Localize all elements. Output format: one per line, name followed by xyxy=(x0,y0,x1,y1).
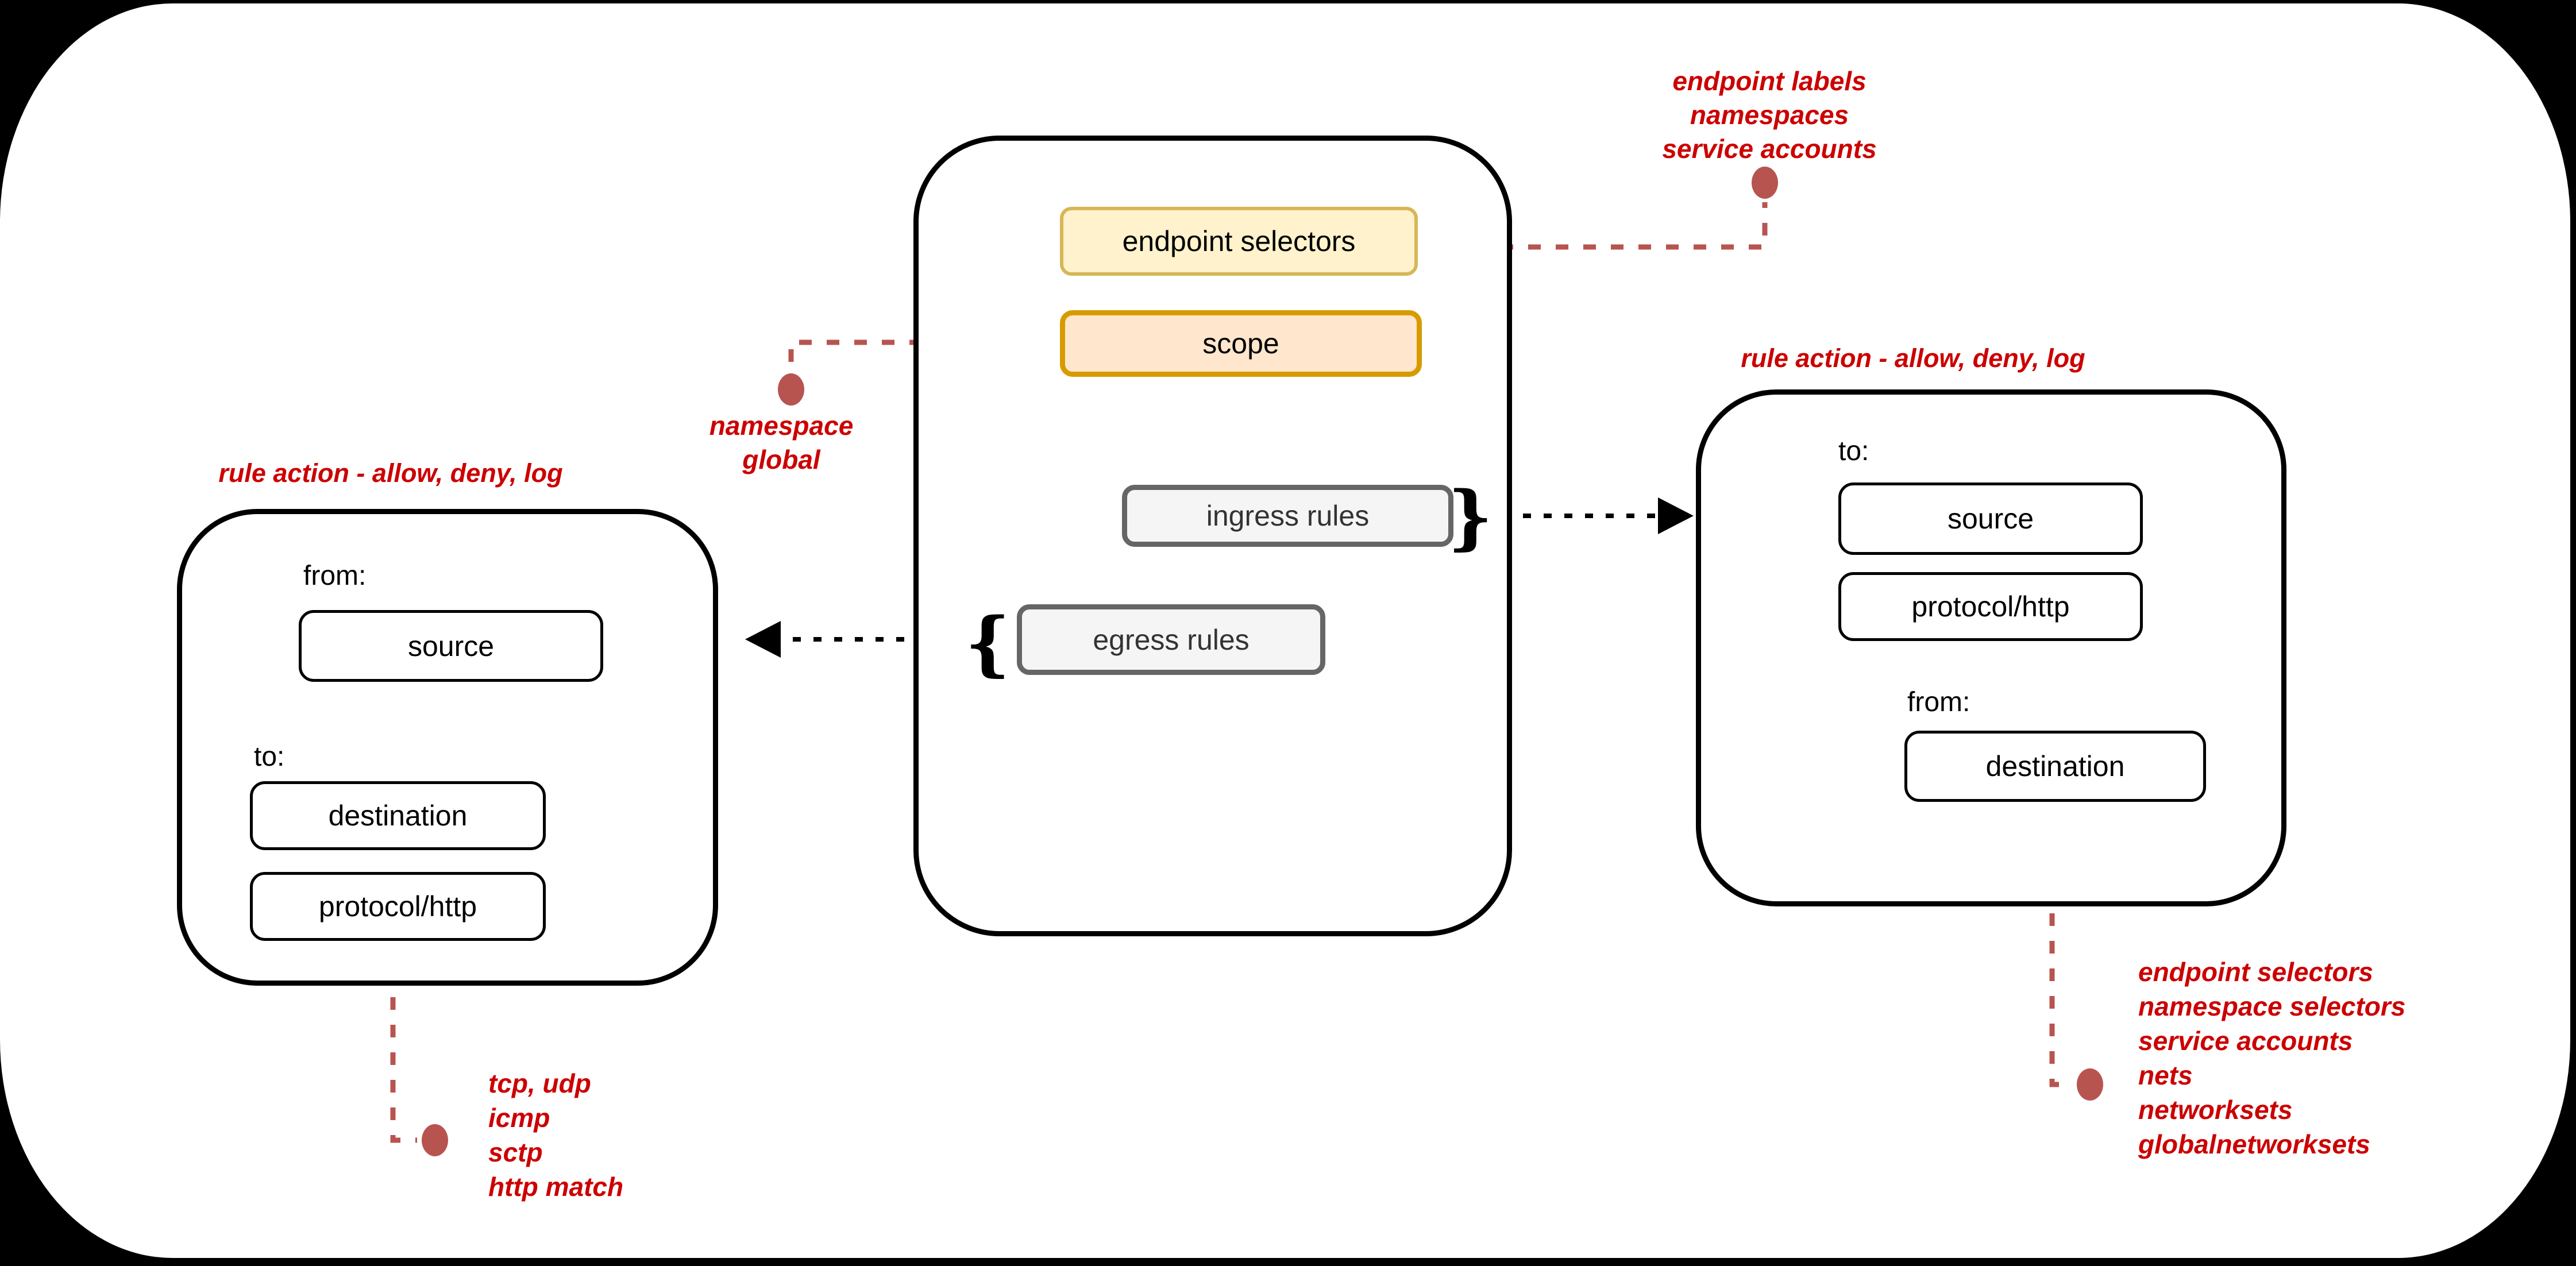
ingress-rules-label: ingress rules xyxy=(1206,500,1370,532)
ingress-protocol-box: protocol/http xyxy=(1838,572,2143,641)
endpoint-selectors-values-annotation: endpoint labels namespaces service accou… xyxy=(1597,64,1942,166)
egress-destination-box: destination xyxy=(250,781,546,850)
egress-protocol-box: protocol/http xyxy=(250,872,546,941)
ingress-protocol-label: protocol/http xyxy=(1911,590,2070,623)
annotation-line: service accounts xyxy=(2138,1026,2353,1056)
egress-rule-title: rule action - allow, deny, log xyxy=(218,458,563,488)
ingress-from-label: from: xyxy=(1907,687,1970,717)
annotation-line: tcp, udp xyxy=(488,1068,591,1098)
scope-box: scope xyxy=(1060,310,1422,377)
endpoint-selectors-label: endpoint selectors xyxy=(1122,225,1356,257)
ingress-rules-box: ingress rules xyxy=(1122,485,1453,547)
egress-rules-label: egress rules xyxy=(1093,623,1250,656)
annotation-line: sctp xyxy=(488,1137,543,1167)
egress-destination-label: destination xyxy=(328,800,468,832)
annotation-line: globalnetworksets xyxy=(2138,1129,2370,1159)
annotation-line: endpoint labels xyxy=(1672,66,1867,96)
egress-brace: { xyxy=(965,601,1011,684)
annotation-line: http match xyxy=(488,1172,624,1202)
scope-label: scope xyxy=(1202,327,1279,360)
protocol-values-annotation: tcp, udp icmp sctp http match xyxy=(488,1066,623,1204)
egress-protocol-label: protocol/http xyxy=(318,890,477,923)
ingress-brace: } xyxy=(1448,475,1493,558)
ingress-source-label: source xyxy=(1947,503,2034,535)
annotation-line: namespace selectors xyxy=(2138,991,2406,1021)
annotation-line: icmp xyxy=(488,1103,550,1133)
annotation-line: service accounts xyxy=(1662,134,1877,164)
annotation-line: endpoint selectors xyxy=(2138,957,2373,987)
egress-source-label: source xyxy=(407,630,495,662)
egress-from-label: from: xyxy=(303,561,367,591)
annotation-line: networksets xyxy=(2138,1095,2293,1125)
destination-values-annotation: endpoint selectors namespace selectors s… xyxy=(2138,955,2405,1161)
annotation-line: global xyxy=(742,445,820,474)
annotation-line: nets xyxy=(2138,1060,2193,1090)
ingress-source-box: source xyxy=(1838,483,2143,555)
scope-values-annotation: namespace global xyxy=(666,409,896,477)
egress-to-label: to: xyxy=(254,742,285,772)
egress-rules-box: egress rules xyxy=(1017,604,1325,675)
egress-source-box: source xyxy=(299,610,603,682)
ingress-rule-card xyxy=(1696,389,2286,906)
annotation-line: namespace xyxy=(709,411,854,441)
ingress-destination-box: destination xyxy=(1904,731,2206,802)
annotation-line: namespaces xyxy=(1690,100,1849,130)
endpoint-selectors-box: endpoint selectors xyxy=(1060,207,1418,276)
ingress-rule-title: rule action - allow, deny, log xyxy=(1741,343,2085,373)
ingress-to-label: to: xyxy=(1838,436,1869,466)
ingress-destination-label: destination xyxy=(1985,750,2125,782)
